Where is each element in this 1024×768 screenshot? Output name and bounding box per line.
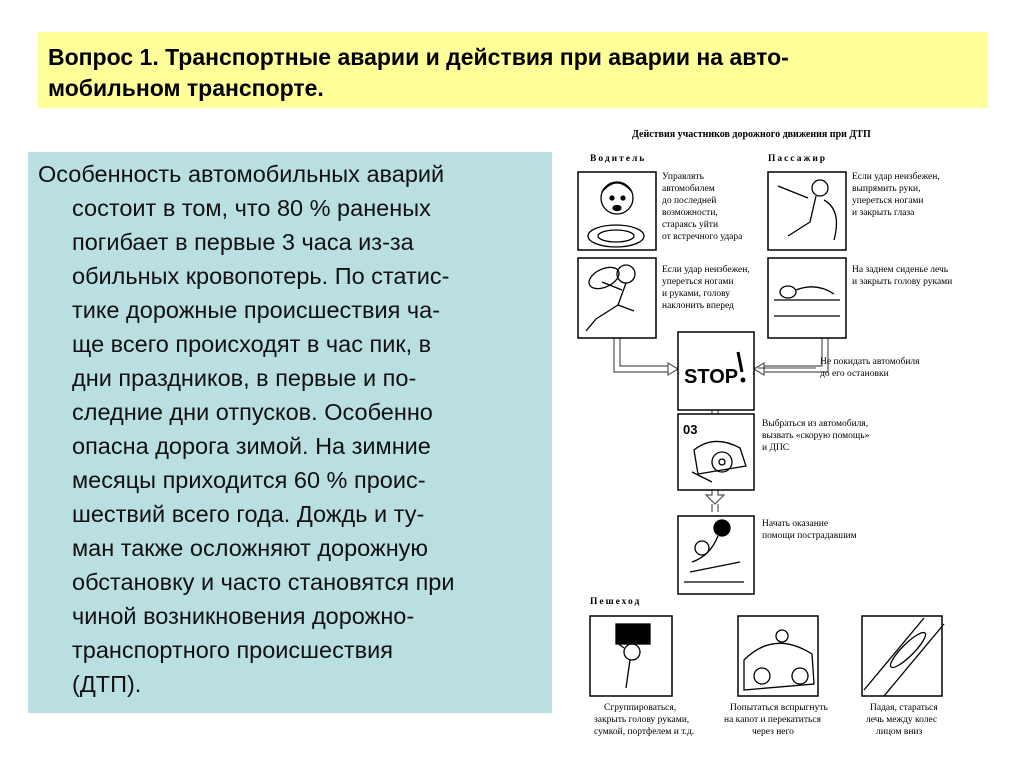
svg-text:закрыть голову руками,: закрыть голову руками, bbox=[594, 715, 689, 725]
pedestrian-note-2: Попытаться вспрыгнуть на капот и перекат… bbox=[724, 703, 829, 737]
body-line: месяцы приходится 60 % проис- bbox=[72, 467, 426, 493]
svg-text:Начать оказание: Начать оказание bbox=[762, 519, 828, 529]
passenger-note-2: На заднем сиденье лечь и закрыть голову … bbox=[852, 265, 952, 287]
svg-text:Не покидать автомобиля: Не покидать автомобиля bbox=[820, 356, 920, 367]
svg-text:и закрыть глаза: и закрыть глаза bbox=[852, 208, 915, 218]
svg-text:лечь между колес: лечь между колес bbox=[866, 715, 937, 725]
first-aid-note: Начать оказание помощи пострадавшим bbox=[762, 519, 857, 541]
svg-text:Падая, стараться: Падая, стараться bbox=[870, 703, 938, 713]
slide-title: Вопрос 1. Транспортные аварии и действия… bbox=[38, 32, 988, 108]
pedestrian-note-1: Сгруппироваться, закрыть голову руками, … bbox=[594, 703, 694, 737]
svg-text:и закрыть голову руками: и закрыть голову руками bbox=[852, 277, 952, 287]
body-line: дни праздников, в первые и по- bbox=[72, 365, 417, 391]
svg-text:Если удар неизбежен,: Если удар неизбежен, bbox=[662, 264, 750, 275]
pedestrian-picture-3 bbox=[861, 615, 943, 697]
stop-sign-text: STOP bbox=[684, 366, 738, 388]
body-line: шествий всего года. Дождь и ту- bbox=[72, 501, 425, 527]
svg-text:На заднем сиденье лечь: На заднем сиденье лечь bbox=[852, 265, 949, 275]
diagram-heading: Действия участников дорожного движения п… bbox=[632, 129, 871, 140]
svg-text:на капот и перекатиться: на капот и перекатиться bbox=[724, 715, 822, 725]
svg-text:до последней: до последней bbox=[662, 195, 716, 206]
svg-text:вызвать «скорую помощь»: вызвать «скорую помощь» bbox=[762, 431, 870, 441]
svg-text:выпрямить руки,: выпрямить руки, bbox=[852, 184, 920, 194]
svg-text:Если удар неизбежен,: Если удар неизбежен, bbox=[852, 171, 940, 182]
body-line: чиной возникновения дорожно- bbox=[72, 603, 415, 629]
svg-text:и ДПС: и ДПС bbox=[762, 443, 789, 453]
body-line: ман также осложняют дорожную bbox=[72, 535, 429, 561]
svg-text:упереться ногами: упереться ногами bbox=[662, 277, 734, 287]
dtp-actions-diagram: Действия участников дорожного движения п… bbox=[572, 120, 992, 750]
pedestrian-note-3: Падая, стараться лечь между колес лицом … bbox=[866, 703, 938, 737]
body-line: обильных кровопотерь. По статис- bbox=[72, 263, 450, 289]
body-line: состоит в том, что 80 % раненых bbox=[72, 195, 431, 221]
driver-note-2: Если удар неизбежен, упереться ногами и … bbox=[662, 264, 750, 311]
svg-text:автомобилем: автомобилем bbox=[662, 183, 715, 194]
passenger-picture-1 bbox=[767, 171, 847, 251]
body-line: Особенность автомобильных аварий bbox=[38, 161, 445, 187]
svg-text:лицом вниз: лицом вниз bbox=[876, 727, 923, 737]
svg-text:возможности,: возможности, bbox=[662, 208, 718, 218]
driver-picture-1 bbox=[577, 171, 657, 251]
stop-note: Не покидать автомобиля до его остановки bbox=[820, 356, 920, 379]
label-passenger: Пассажир bbox=[768, 154, 827, 164]
svg-text:сумкой, портфелем и т.д.: сумкой, портфелем и т.д. bbox=[594, 726, 694, 737]
body-line: погибает в первые 3 часа из-за bbox=[72, 229, 414, 255]
body-line: обстановку и часто становятся при bbox=[72, 569, 455, 595]
title-line-1: Вопрос 1. Транспортные аварии и действия… bbox=[48, 44, 789, 70]
label-driver: Водитель bbox=[590, 154, 646, 164]
svg-text:наклонить вперед: наклонить вперед bbox=[662, 301, 734, 311]
svg-text:Попытаться вспрыгнуть: Попытаться вспрыгнуть bbox=[730, 703, 829, 713]
driver-note-1: Управлять автомобилем до последней возмо… bbox=[662, 172, 743, 242]
label-pedestrian: Пешеход bbox=[590, 597, 641, 607]
svg-text:Управлять: Управлять bbox=[662, 172, 705, 182]
flow-arrows bbox=[613, 338, 829, 512]
body-text-panel: Особенность автомобильных аварий состоит… bbox=[28, 152, 552, 713]
body-line: опасна дорога зимой. На зимние bbox=[72, 433, 431, 459]
passenger-picture-2 bbox=[767, 257, 847, 339]
body-line: транспортного происшествия bbox=[72, 637, 393, 663]
svg-text:и руками, голову: и руками, голову bbox=[662, 289, 730, 299]
svg-text:до его остановки: до его остановки bbox=[820, 369, 889, 379]
phone-note: Выбраться из автомобиля, вызвать «скорую… bbox=[762, 418, 870, 453]
svg-text:Выбраться из автомобиля,: Выбраться из автомобиля, bbox=[762, 418, 868, 429]
body-line: ще всего происходят в час пик, в bbox=[72, 331, 432, 357]
svg-text:через него: через него bbox=[752, 727, 794, 737]
svg-text:Сгруппироваться,: Сгруппироваться, bbox=[604, 703, 676, 713]
body-line: следние дни отпусков. Особенно bbox=[72, 399, 433, 425]
body-line: (ДТП). bbox=[72, 671, 142, 697]
svg-text:упереться ногами: упереться ногами bbox=[852, 196, 924, 206]
svg-text:от встречного удара: от встречного удара bbox=[662, 232, 743, 242]
passenger-note-1: Если удар неизбежен, выпрямить руки, упе… bbox=[852, 171, 940, 218]
phone-code: 03 bbox=[683, 422, 697, 437]
svg-text:помощи пострадавшим: помощи пострадавшим bbox=[762, 531, 857, 541]
svg-text:стараясь уйти: стараясь уйти bbox=[662, 219, 718, 230]
body-line: тике дорожные происшествия ча- bbox=[72, 297, 441, 323]
title-line-2: мобильном транспорте. bbox=[48, 75, 324, 101]
pedestrian-picture-2 bbox=[737, 615, 819, 697]
